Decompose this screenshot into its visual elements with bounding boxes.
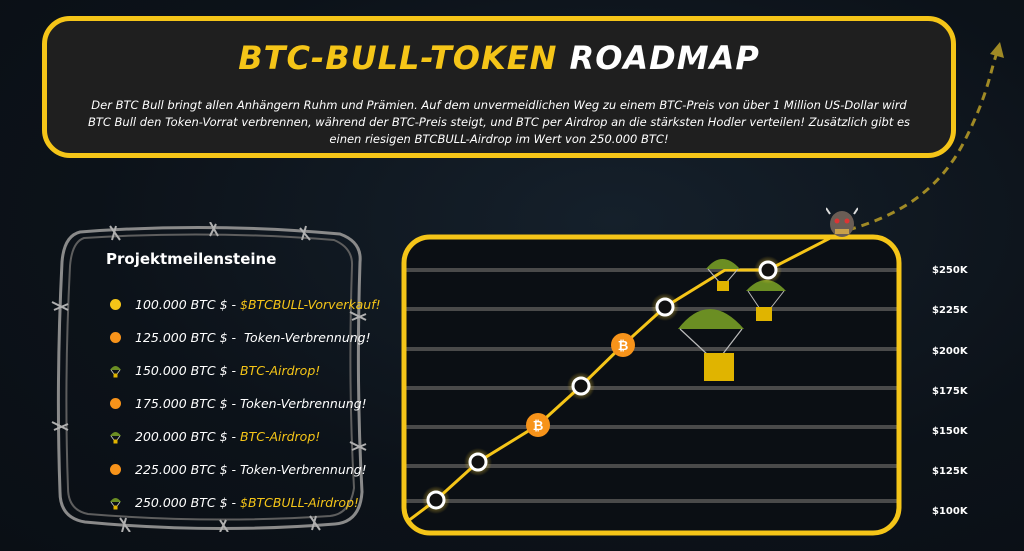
y-axis-label: $250K xyxy=(932,265,968,276)
trend-arrow-icon xyxy=(847,42,1004,232)
roadmap-header: BTC-BULL-TOKEN ROADMAP Der BTC Bull brin… xyxy=(42,16,956,158)
parachute-icon xyxy=(110,497,121,509)
milestones-panel: Projektmeilensteine 100.000 BTC $ - $BTC… xyxy=(66,236,381,522)
milestone-label: Token-Verbrennung! xyxy=(240,462,367,477)
y-axis-label: $100K xyxy=(932,506,968,517)
orange-dot-icon xyxy=(110,332,121,343)
chart-gridlines xyxy=(404,268,899,503)
milestone-price: 125.000 BTC $ - xyxy=(135,330,237,345)
milestone-marker xyxy=(651,293,679,321)
roadmap-chart: ₿ ₿ xyxy=(401,234,902,536)
milestone-label: $BTCBULL-Vorverkauf! xyxy=(240,297,381,312)
orange-dot-icon xyxy=(110,464,121,475)
milestone-price: 100.000 BTC $ - xyxy=(135,297,237,312)
milestone-price: 225.000 BTC $ - xyxy=(135,462,237,477)
parachute-crate-icon xyxy=(746,280,786,321)
y-axis-label: $175K xyxy=(932,386,968,397)
chart-frame xyxy=(401,234,902,536)
parachute-crate-icon xyxy=(706,259,740,291)
price-line xyxy=(404,237,841,529)
bitcoin-coin-icon: ₿ xyxy=(526,413,550,437)
milestone-price: 175.000 BTC $ - xyxy=(135,396,237,411)
milestone-price: 250.000 BTC $ - xyxy=(135,495,237,510)
milestone-item: 150.000 BTC $ - BTC-Airdrop! xyxy=(110,354,381,387)
milestone-label: BTC-Airdrop! xyxy=(240,363,321,378)
y-axis-label: $200K xyxy=(932,346,968,357)
milestone-label: Token-Verbrennung! xyxy=(240,396,367,411)
roadmap-title: BTC-BULL-TOKEN ROADMAP xyxy=(47,39,951,77)
bull-mascot-icon xyxy=(826,207,858,237)
milestone-item: 125.000 BTC $ - Token-Verbrennung! xyxy=(110,321,381,354)
milestone-label: BTC-Airdrop! xyxy=(240,429,321,444)
svg-text:₿: ₿ xyxy=(618,339,629,354)
milestone-item: 225.000 BTC $ - Token-Verbrennung! xyxy=(110,453,381,486)
yellow-dot-icon xyxy=(110,299,121,310)
parachute-crate-icon xyxy=(678,309,744,381)
milestone-item: 250.000 BTC $ - $BTCBULL-Airdrop! xyxy=(110,486,381,519)
milestone-label: Token-Verbrennung! xyxy=(243,330,371,345)
y-axis-label: $150K xyxy=(932,426,968,437)
milestone-marker xyxy=(754,256,782,284)
title-rest: ROADMAP xyxy=(569,39,760,77)
milestone-marker xyxy=(422,486,450,514)
milestone-item: 100.000 BTC $ - $BTCBULL-Vorverkauf! xyxy=(110,288,381,321)
y-axis-label: $225K xyxy=(932,305,968,316)
milestones-list: 100.000 BTC $ - $BTCBULL-Vorverkauf! 125… xyxy=(110,288,381,519)
milestone-price: 150.000 BTC $ - xyxy=(135,363,237,378)
milestone-label: $BTCBULL-Airdrop! xyxy=(240,495,359,510)
milestone-marker xyxy=(464,448,492,476)
parachute-icon xyxy=(110,431,121,443)
orange-dot-icon xyxy=(110,398,121,409)
milestone-item: 175.000 BTC $ - Token-Verbrennung! xyxy=(110,387,381,420)
milestone-price: 200.000 BTC $ - xyxy=(135,429,237,444)
parachute-icon xyxy=(110,365,121,377)
milestones-title: Projektmeilensteine xyxy=(106,250,277,268)
svg-text:₿: ₿ xyxy=(533,419,544,434)
roadmap-description: Der BTC Bull bringt allen Anhängern Ruhm… xyxy=(87,98,911,146)
bitcoin-coin-icon: ₿ xyxy=(611,333,635,357)
y-axis-label: $125K xyxy=(932,466,968,477)
milestone-item: 200.000 BTC $ - BTC-Airdrop! xyxy=(110,420,381,453)
title-highlight: BTC-BULL-TOKEN xyxy=(238,39,558,77)
milestone-marker xyxy=(567,372,595,400)
barbed-wire-frame xyxy=(51,222,367,532)
